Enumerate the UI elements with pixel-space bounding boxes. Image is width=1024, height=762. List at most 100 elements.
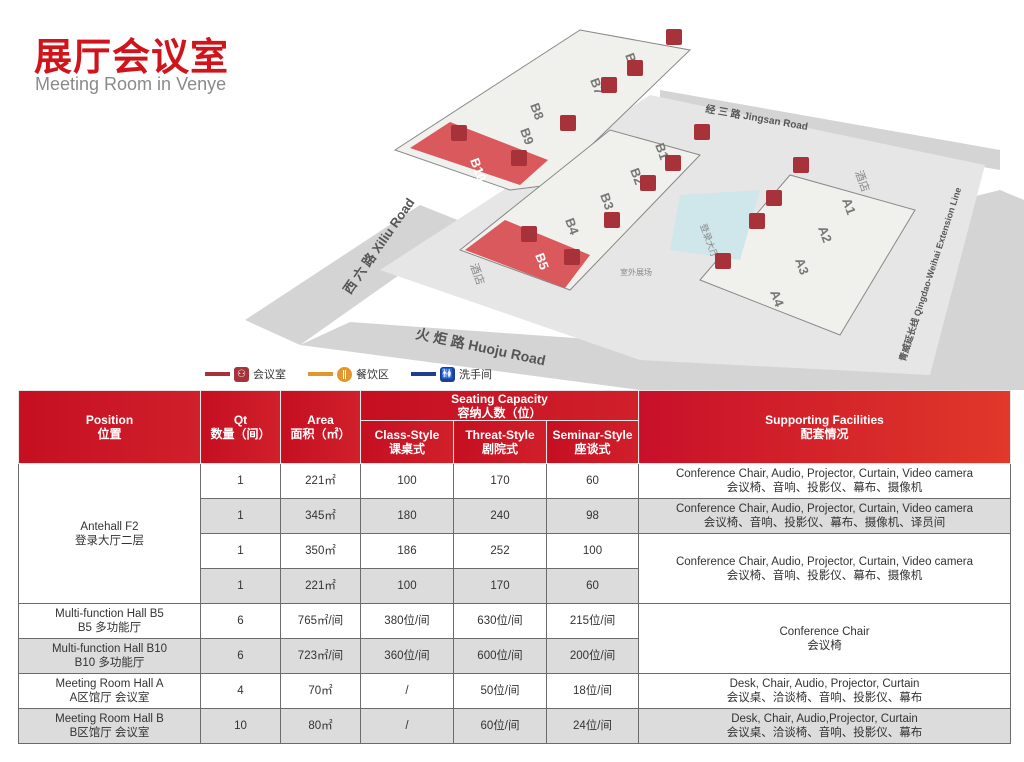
cell-qt: 1 (200, 568, 281, 604)
cell-threat: 170 (453, 568, 547, 604)
cell-facilities: Conference Chair, Audio, Projector, Curt… (638, 533, 1012, 604)
meeting-room-marker-icon (766, 190, 782, 206)
cell-seminar: 200位/间 (545, 638, 640, 674)
table-row: 1 221㎡ 100 170 60 (19, 568, 1011, 604)
cell-facilities: Conference Chair, Audio, Projector, Curt… (638, 463, 1012, 499)
cell-class: 360位/间 (360, 638, 454, 674)
cell-class: 180 (360, 498, 454, 534)
cell-seminar: 60 (545, 463, 640, 499)
meeting-room-marker-icon (694, 124, 710, 140)
meeting-room-marker-icon (451, 125, 467, 141)
outdoor-label: 室外展场 (620, 267, 652, 277)
cell-seminar: 98 (545, 498, 640, 534)
hall-label: A1 (839, 196, 859, 217)
hall-a (699, 174, 916, 336)
meeting-room-marker-icon (604, 212, 620, 228)
cell-qt: 4 (200, 673, 281, 709)
jingsan-road (660, 90, 1000, 170)
cell-qt: 1 (200, 498, 281, 534)
cell-class: 380位/间 (360, 603, 454, 639)
legend-item-restroom: 🚻洗手间 (411, 366, 492, 382)
meeting-room-marker-icon (511, 150, 527, 166)
cell-threat: 252 (453, 533, 547, 569)
cell-qt: 1 (200, 533, 281, 569)
cell-area: 80㎡ (280, 708, 361, 744)
qingwei-road (920, 190, 1024, 390)
hall-label: B4 (562, 216, 582, 237)
cell-threat: 170 (453, 463, 547, 499)
hall-label: A2 (815, 224, 835, 245)
cell-facilities: Conference Chair, Audio, Projector, Curt… (638, 498, 1012, 534)
meeting-room-marker-icon (560, 115, 576, 131)
meeting-room-marker-icon (665, 155, 681, 171)
meeting-room-marker-icon (627, 60, 643, 76)
hall-b5-highlight (465, 220, 590, 288)
venue-map: B8 B9 B7 B6 B10 B5 B4 B3 B2 B1 A1 A2 A3 … (245, 29, 1024, 390)
cell-class: / (360, 708, 454, 744)
cell-class: 100 (360, 568, 454, 604)
cell-qt: 6 (200, 603, 281, 639)
cell-area: 221㎡ (280, 463, 361, 499)
cell-qt: 1 (200, 463, 281, 499)
cell-threat: 240 (453, 498, 547, 534)
cell-seminar: 100 (545, 533, 640, 569)
cell-qt: 6 (200, 638, 281, 674)
restroom-icon: 🚻 (440, 366, 455, 382)
cell-seminar: 24位/间 (545, 708, 640, 744)
hall-label: B5 (532, 251, 552, 272)
meeting-room-marker-icon (601, 77, 617, 93)
cell-area: 350㎡ (280, 533, 361, 569)
cell-seminar: 60 (545, 568, 640, 604)
page-subtitle: Meeting Room in Venye (35, 74, 227, 94)
cell-seminar: 18位/间 (545, 673, 640, 709)
meeting-room-marker-icon (749, 213, 765, 229)
hall-label: B3 (597, 191, 617, 212)
hall-label: A4 (767, 288, 787, 309)
xiliu-road (245, 205, 470, 345)
meeting-room-marker-icon (666, 29, 682, 45)
table-row: 1 345㎡ 180 240 98 Conference Chair, Audi… (19, 498, 1012, 534)
cell-threat: 600位/间 (453, 638, 547, 674)
dining-icon: ǁ (337, 366, 352, 382)
hall-b10-highlight (410, 122, 548, 185)
cell-threat: 50位/间 (453, 673, 547, 709)
cell-area: 765㎡/间 (280, 603, 361, 639)
meeting-room-marker-icon (521, 226, 537, 242)
meeting-room-icon: ⚇ (234, 366, 249, 382)
meeting-room-marker-icon (715, 253, 731, 269)
hall-label: A3 (792, 256, 812, 277)
cell-area: 221㎡ (280, 568, 361, 604)
cell-area: 345㎡ (280, 498, 361, 534)
cell-class: 100 (360, 463, 454, 499)
page-title: 展厅会议室 (34, 35, 230, 79)
meeting-room-marker-icon (640, 175, 656, 191)
cell-class: 186 (360, 533, 454, 569)
cell-seminar: 215位/间 (545, 603, 640, 639)
hall-label: B8 (527, 101, 547, 122)
meeting-room-marker-icon (564, 249, 580, 265)
cell-area: 723㎡/间 (280, 638, 361, 674)
